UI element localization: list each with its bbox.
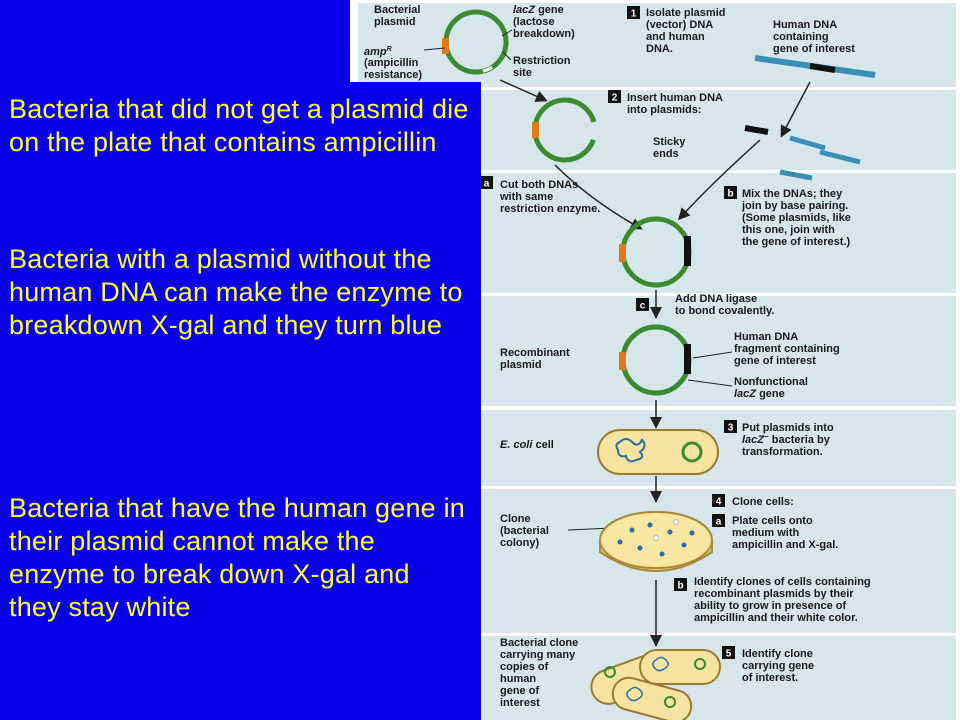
step3-text: Put plasmids into lacZ− bacteria by tran…	[742, 422, 837, 458]
inserted-gene-3	[684, 236, 691, 266]
explanation-panel: Bacteria that did not get a plasmid die …	[0, 82, 481, 720]
step4b-number: b	[677, 581, 683, 592]
step4-number: 4	[716, 497, 722, 508]
pointer-restriction	[502, 51, 512, 61]
arrow-1	[499, 79, 548, 102]
step3-number: 3	[728, 423, 734, 434]
step1-text: Isolate plasmid (vector) DNA and human D…	[646, 7, 729, 55]
step4b-badge	[674, 578, 687, 591]
step2-badge	[608, 90, 621, 103]
cut-gene	[744, 125, 769, 135]
ecoli-cell	[597, 429, 719, 475]
arrow-3	[554, 164, 643, 230]
colonies	[617, 522, 695, 557]
step4a-number: a	[716, 517, 722, 528]
label-ecoli: E. coli cell	[500, 439, 554, 451]
step5-badge	[722, 646, 735, 659]
label-bacterial-plasmid: Bacterial plasmid	[374, 4, 424, 28]
white-colonies	[653, 519, 679, 541]
ampr-segment-4	[619, 352, 626, 370]
ampr-segment-1	[442, 38, 449, 54]
label-lacz: lacZ gene (lactose breakdown)	[513, 4, 575, 40]
arrow-4	[677, 139, 761, 221]
pointer-ampr	[423, 47, 446, 51]
pointer-fragment	[692, 351, 733, 359]
step4-badge	[712, 494, 725, 507]
step2-text: Insert human DNA into plasmids:	[627, 92, 726, 116]
label-nonfunctional: Nonfunctional lacZ gene	[734, 376, 811, 400]
stepc-text: Add DNA ligase to bond covalently.	[675, 293, 774, 317]
label-clone-carrying: Bacterial clone carrying many copies of …	[500, 637, 581, 709]
arrow-2	[780, 81, 811, 138]
label-ampr: ampR (ampicillin resistance)	[364, 42, 422, 81]
ampr-segment-3	[619, 244, 626, 262]
clone-cells	[590, 649, 721, 720]
step4a-badge	[712, 514, 725, 527]
step4b-text: Identify clones of cells containing reco…	[694, 576, 874, 624]
label-recombinant: Recombinant plasmid	[500, 347, 573, 371]
dna-fragment-3	[779, 169, 813, 181]
step5-text: Identify clone carrying gene of interest…	[742, 648, 817, 684]
label-human-fragment: Human DNA fragment containing gene of in…	[734, 331, 843, 367]
label-restriction-site: Restriction site	[513, 55, 574, 79]
background-panel	[0, 0, 350, 82]
inserted-gene-4	[684, 344, 691, 374]
step5-number: 5	[726, 649, 732, 660]
step4a-text: Plate cells onto medium with ampicillin …	[732, 515, 838, 551]
ampr-segment-2	[532, 122, 539, 138]
stepa-text: Cut both DNAs with same restriction enzy…	[499, 179, 600, 215]
stepa-badge	[480, 176, 493, 189]
stepb-text: Mix the DNAs; they join by base pairing.…	[741, 188, 854, 248]
label-human-dna: Human DNA containing gene of interest	[773, 19, 855, 55]
step2-number: 2	[612, 93, 618, 104]
bacterial-dna	[615, 438, 646, 463]
stepa-number: a	[484, 179, 490, 190]
explanation-point-2: Bacteria with a plasmid without the huma…	[9, 244, 463, 340]
stepc-number: c	[640, 301, 646, 312]
explanation-point-1: Bacteria that did not get a plasmid die …	[9, 94, 469, 157]
step1-badge	[627, 6, 640, 19]
label-clone: Clone (bacterial colony)	[500, 513, 552, 549]
step3-badge	[724, 420, 737, 433]
stepc-badge	[636, 298, 649, 311]
dna-fragment-2	[819, 149, 861, 165]
explanation-point-3: Bacteria that have the human gene in the…	[9, 493, 466, 622]
pointer-lacz	[501, 29, 513, 37]
stepb-badge	[724, 186, 737, 199]
plasmid-in-cell	[681, 441, 703, 463]
dna-fragment-1	[789, 135, 826, 151]
gene-of-interest	[809, 63, 836, 73]
step1-number: 1	[631, 9, 637, 20]
label-sticky-ends: Sticky ends	[653, 136, 688, 160]
stepb-number: b	[727, 189, 733, 200]
pointer-nonfunctional	[687, 379, 733, 387]
step4-text: Clone cells:	[732, 496, 794, 508]
